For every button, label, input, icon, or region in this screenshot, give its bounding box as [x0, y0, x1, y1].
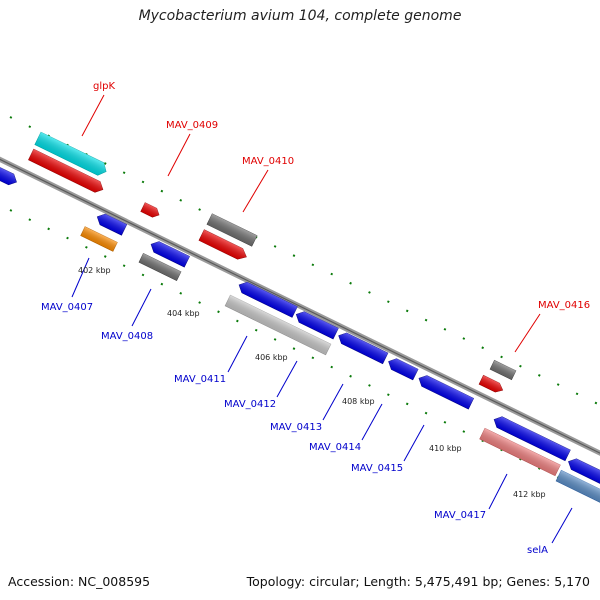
label-MAV_0413: MAV_0413: [270, 422, 322, 433]
forward-leaders: [81, 94, 541, 353]
tick-label-408: 408 kbp: [342, 397, 375, 406]
label-selA: selA: [527, 545, 548, 556]
gene-MAV_0416[interactable]: [478, 374, 505, 395]
gene-MAV_0411-blue[interactable]: [236, 279, 298, 318]
map-title: Mycobacterium avium 104, complete genome: [138, 8, 462, 24]
gene-glpK[interactable]: [28, 148, 105, 195]
label-MAV_0415: MAV_0415: [351, 463, 403, 474]
gene-MAV_0415[interactable]: [416, 373, 475, 410]
gene-MAV_0417[interactable]: [479, 427, 561, 477]
gene-MAV_0407[interactable]: [80, 226, 118, 252]
gene-MAV_0412[interactable]: [294, 309, 339, 340]
label-MAV_0407: MAV_0407: [41, 302, 93, 313]
gene-left-edge[interactable]: [0, 164, 19, 187]
genome-backbone: [0, 156, 600, 456]
label-glpK: glpK: [93, 81, 115, 92]
gene-MAV_0413[interactable]: [336, 330, 389, 365]
gene-MAV_0408[interactable]: [138, 252, 182, 282]
tick-label-410: 410 kbp: [429, 444, 462, 453]
label-MAV_0411: MAV_0411: [174, 374, 226, 385]
gene-MAV_0416-gray[interactable]: [489, 359, 517, 381]
gene-MAV_0407-blue[interactable]: [95, 211, 128, 236]
label-MAV_0410: MAV_0410: [242, 156, 294, 167]
genome-summary: Topology: circular; Length: 5,475,491 bp…: [246, 574, 590, 589]
outer-tick-ring: [9, 116, 600, 406]
label-MAV_0414: MAV_0414: [309, 442, 361, 453]
gene-MAV_0410-gray[interactable]: [206, 213, 258, 247]
tick-label-404: 404 kbp: [167, 309, 200, 318]
gene-selA-blue[interactable]: [566, 456, 600, 491]
reverse-leaders: [71, 257, 573, 544]
gene-MAV_0411[interactable]: [224, 294, 332, 356]
label-MAV_0416: MAV_0416: [538, 300, 590, 311]
gene-MAV_0414[interactable]: [386, 356, 419, 381]
gene-MAV_0410[interactable]: [198, 229, 249, 263]
gene-MAV_0409[interactable]: [140, 202, 162, 220]
accession-text: Accession: NC_008595: [8, 574, 151, 589]
label-MAV_0409: MAV_0409: [166, 120, 218, 131]
label-MAV_0417: MAV_0417: [434, 510, 486, 521]
gene-selA[interactable]: [555, 469, 600, 506]
tick-label-412: 412 kbp: [513, 490, 546, 499]
tick-label-406: 406 kbp: [255, 353, 288, 362]
label-MAV_0412: MAV_0412: [224, 399, 276, 410]
gene-glpK-cyan[interactable]: [34, 131, 109, 178]
tick-label-402: 402 kbp: [78, 266, 111, 275]
label-MAV_0408: MAV_0408: [101, 331, 153, 342]
gene-MAV_0408-blue[interactable]: [148, 239, 190, 268]
gene-MAV_0417-blue[interactable]: [491, 414, 571, 462]
